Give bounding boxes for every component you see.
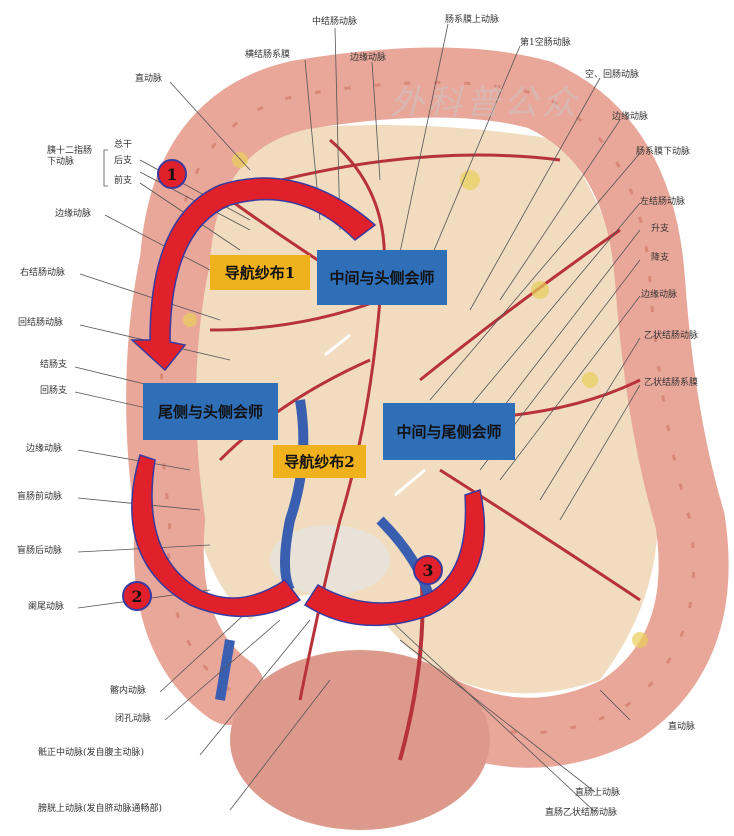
veins bbox=[215, 399, 435, 701]
fat bbox=[183, 152, 648, 648]
label-marginal-artery: 边缘动脉 bbox=[26, 444, 63, 454]
caudal-cranial-junction-label: 尾侧与头侧会师 bbox=[143, 383, 278, 440]
label-inferior-pancreaticoduodenal-artery: 胰十二指肠下动脉 bbox=[47, 146, 93, 167]
label-vasa-recta: 直动脉 bbox=[668, 722, 696, 732]
navigation-gauze-1-label: 导航纱布1 bbox=[210, 255, 310, 290]
label-anterior-branch: 前支 bbox=[114, 176, 133, 186]
label-marginal-artery: 边缘动脉 bbox=[55, 209, 92, 219]
label-superior-mesenteric-artery: 肠系膜上动脉 bbox=[445, 15, 500, 25]
rectum bbox=[230, 650, 490, 830]
label-median-sacral-artery: 骶正中动脉(发自腹主动脉) bbox=[38, 748, 145, 758]
label-marginal-artery: 边缘动脉 bbox=[350, 53, 387, 63]
label-right-colic-artery: 右结肠动脉 bbox=[20, 268, 66, 278]
label-jejunal-ileal-arteries: 空、回肠动脉 bbox=[585, 70, 640, 80]
navigation-gauze-2-label: 导航纱布2 bbox=[273, 445, 366, 478]
label-appendicular-artery: 阑尾动脉 bbox=[28, 602, 65, 612]
dissection-arrows bbox=[130, 177, 486, 627]
label-middle-colic-artery: 中结肠动脉 bbox=[312, 17, 358, 27]
label-ileocolic-artery: 回结肠动脉 bbox=[18, 318, 64, 328]
label-ascending-branch: 升支 bbox=[651, 224, 670, 234]
label-rectosigmoid-artery: 直肠乙状结肠动脉 bbox=[545, 808, 618, 818]
label-transverse-mesocolon: 横结肠系膜 bbox=[245, 50, 291, 60]
arrow-1 bbox=[130, 177, 377, 372]
step-1-marker: 1 bbox=[157, 159, 187, 189]
label-common-trunk: 总干 bbox=[114, 140, 133, 150]
label-superior-rectal-artery: 直肠上动脉 bbox=[575, 788, 621, 798]
label-posterior-cecal-artery: 盲肠后动脉 bbox=[17, 546, 63, 556]
label-vasa-recta: 直动脉 bbox=[135, 74, 163, 84]
label-marginal-artery: 边缘动脉 bbox=[612, 112, 649, 122]
label-sigmoid-arteries: 乙状结肠动脉 bbox=[644, 331, 699, 341]
label-anterior-cecal-artery: 盲肠前动脉 bbox=[17, 492, 63, 502]
step-2-marker: 2 bbox=[122, 581, 152, 611]
label-obturator-artery: 闭孔动脉 bbox=[115, 714, 152, 724]
white-pointer-1 bbox=[324, 333, 351, 357]
label-posterior-branch: 后支 bbox=[114, 156, 133, 166]
middle-cranial-junction-label: 中间与头侧会师 bbox=[317, 250, 447, 305]
label-descending-branch: 降支 bbox=[651, 253, 670, 263]
white-pointer-2 bbox=[394, 468, 426, 497]
watermark: 外科普公众 bbox=[390, 83, 580, 123]
label-first-jejunal-artery: 第1空肠动脉 bbox=[520, 38, 571, 48]
label-inferior-mesenteric-artery: 肠系膜下动脉 bbox=[636, 147, 691, 157]
middle-caudal-junction-label: 中间与尾侧会师 bbox=[383, 403, 515, 460]
label-left-colic-artery: 左结肠动脉 bbox=[640, 197, 686, 207]
label-sigmoid-mesocolon: 乙状结肠系膜 bbox=[644, 378, 699, 388]
label-colic-branch: 结肠支 bbox=[40, 360, 68, 370]
label-superior-vesical-artery: 膀胱上动脉(发自脐动脉通畅部) bbox=[38, 804, 163, 814]
label-ileal-branch: 回肠支 bbox=[40, 386, 68, 396]
arrow-3 bbox=[303, 489, 486, 627]
arrow-2 bbox=[131, 454, 302, 618]
label-marginal-artery: 边缘动脉 bbox=[641, 290, 678, 300]
step-3-marker: 3 bbox=[413, 555, 443, 585]
label-internal-iliac-artery: 髂内动脉 bbox=[110, 686, 147, 696]
